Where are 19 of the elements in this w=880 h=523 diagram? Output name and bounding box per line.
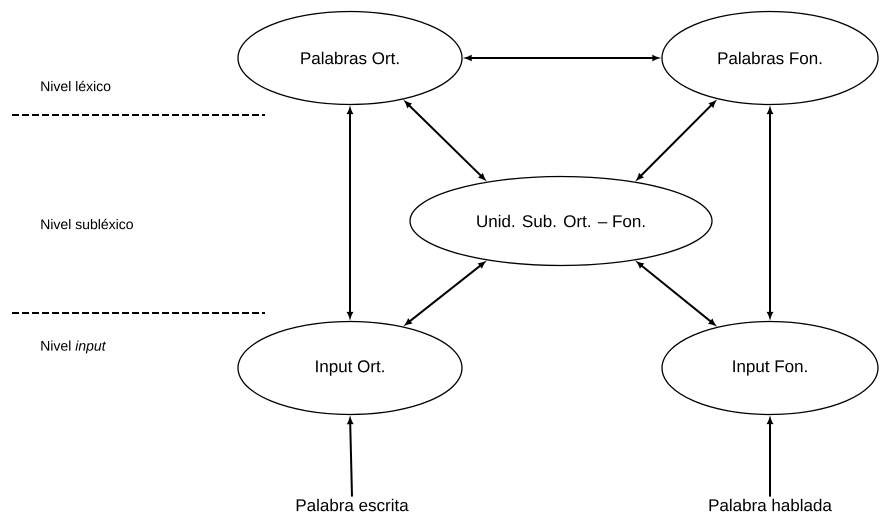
- arrow: [636, 262, 716, 326]
- input-label: Palabra escrita: [296, 498, 409, 512]
- arrow: [465, 55, 659, 61]
- arrow: [767, 418, 773, 497]
- arrow: [347, 108, 353, 318]
- ellipse-node: Palabras Fon.: [661, 10, 879, 106]
- arrow: [404, 101, 486, 180]
- level-label: Nivel input: [41, 340, 106, 354]
- level-label: Nivel subléxico: [41, 218, 133, 230]
- arrow: [347, 418, 353, 497]
- arrow: [636, 100, 716, 180]
- level-label: Nivel léxico: [41, 80, 110, 92]
- ellipse-node: Input Fon.: [661, 320, 879, 416]
- arrow: [405, 262, 485, 326]
- ellipse-node: Palabras Ort.: [237, 10, 463, 106]
- arrow: [767, 108, 773, 318]
- ellipse-node: Unid. Sub. Ort. – Fon.: [409, 176, 713, 266]
- ellipse-node: Input Ort.: [237, 320, 463, 416]
- input-label: Palabra hablada: [710, 498, 832, 512]
